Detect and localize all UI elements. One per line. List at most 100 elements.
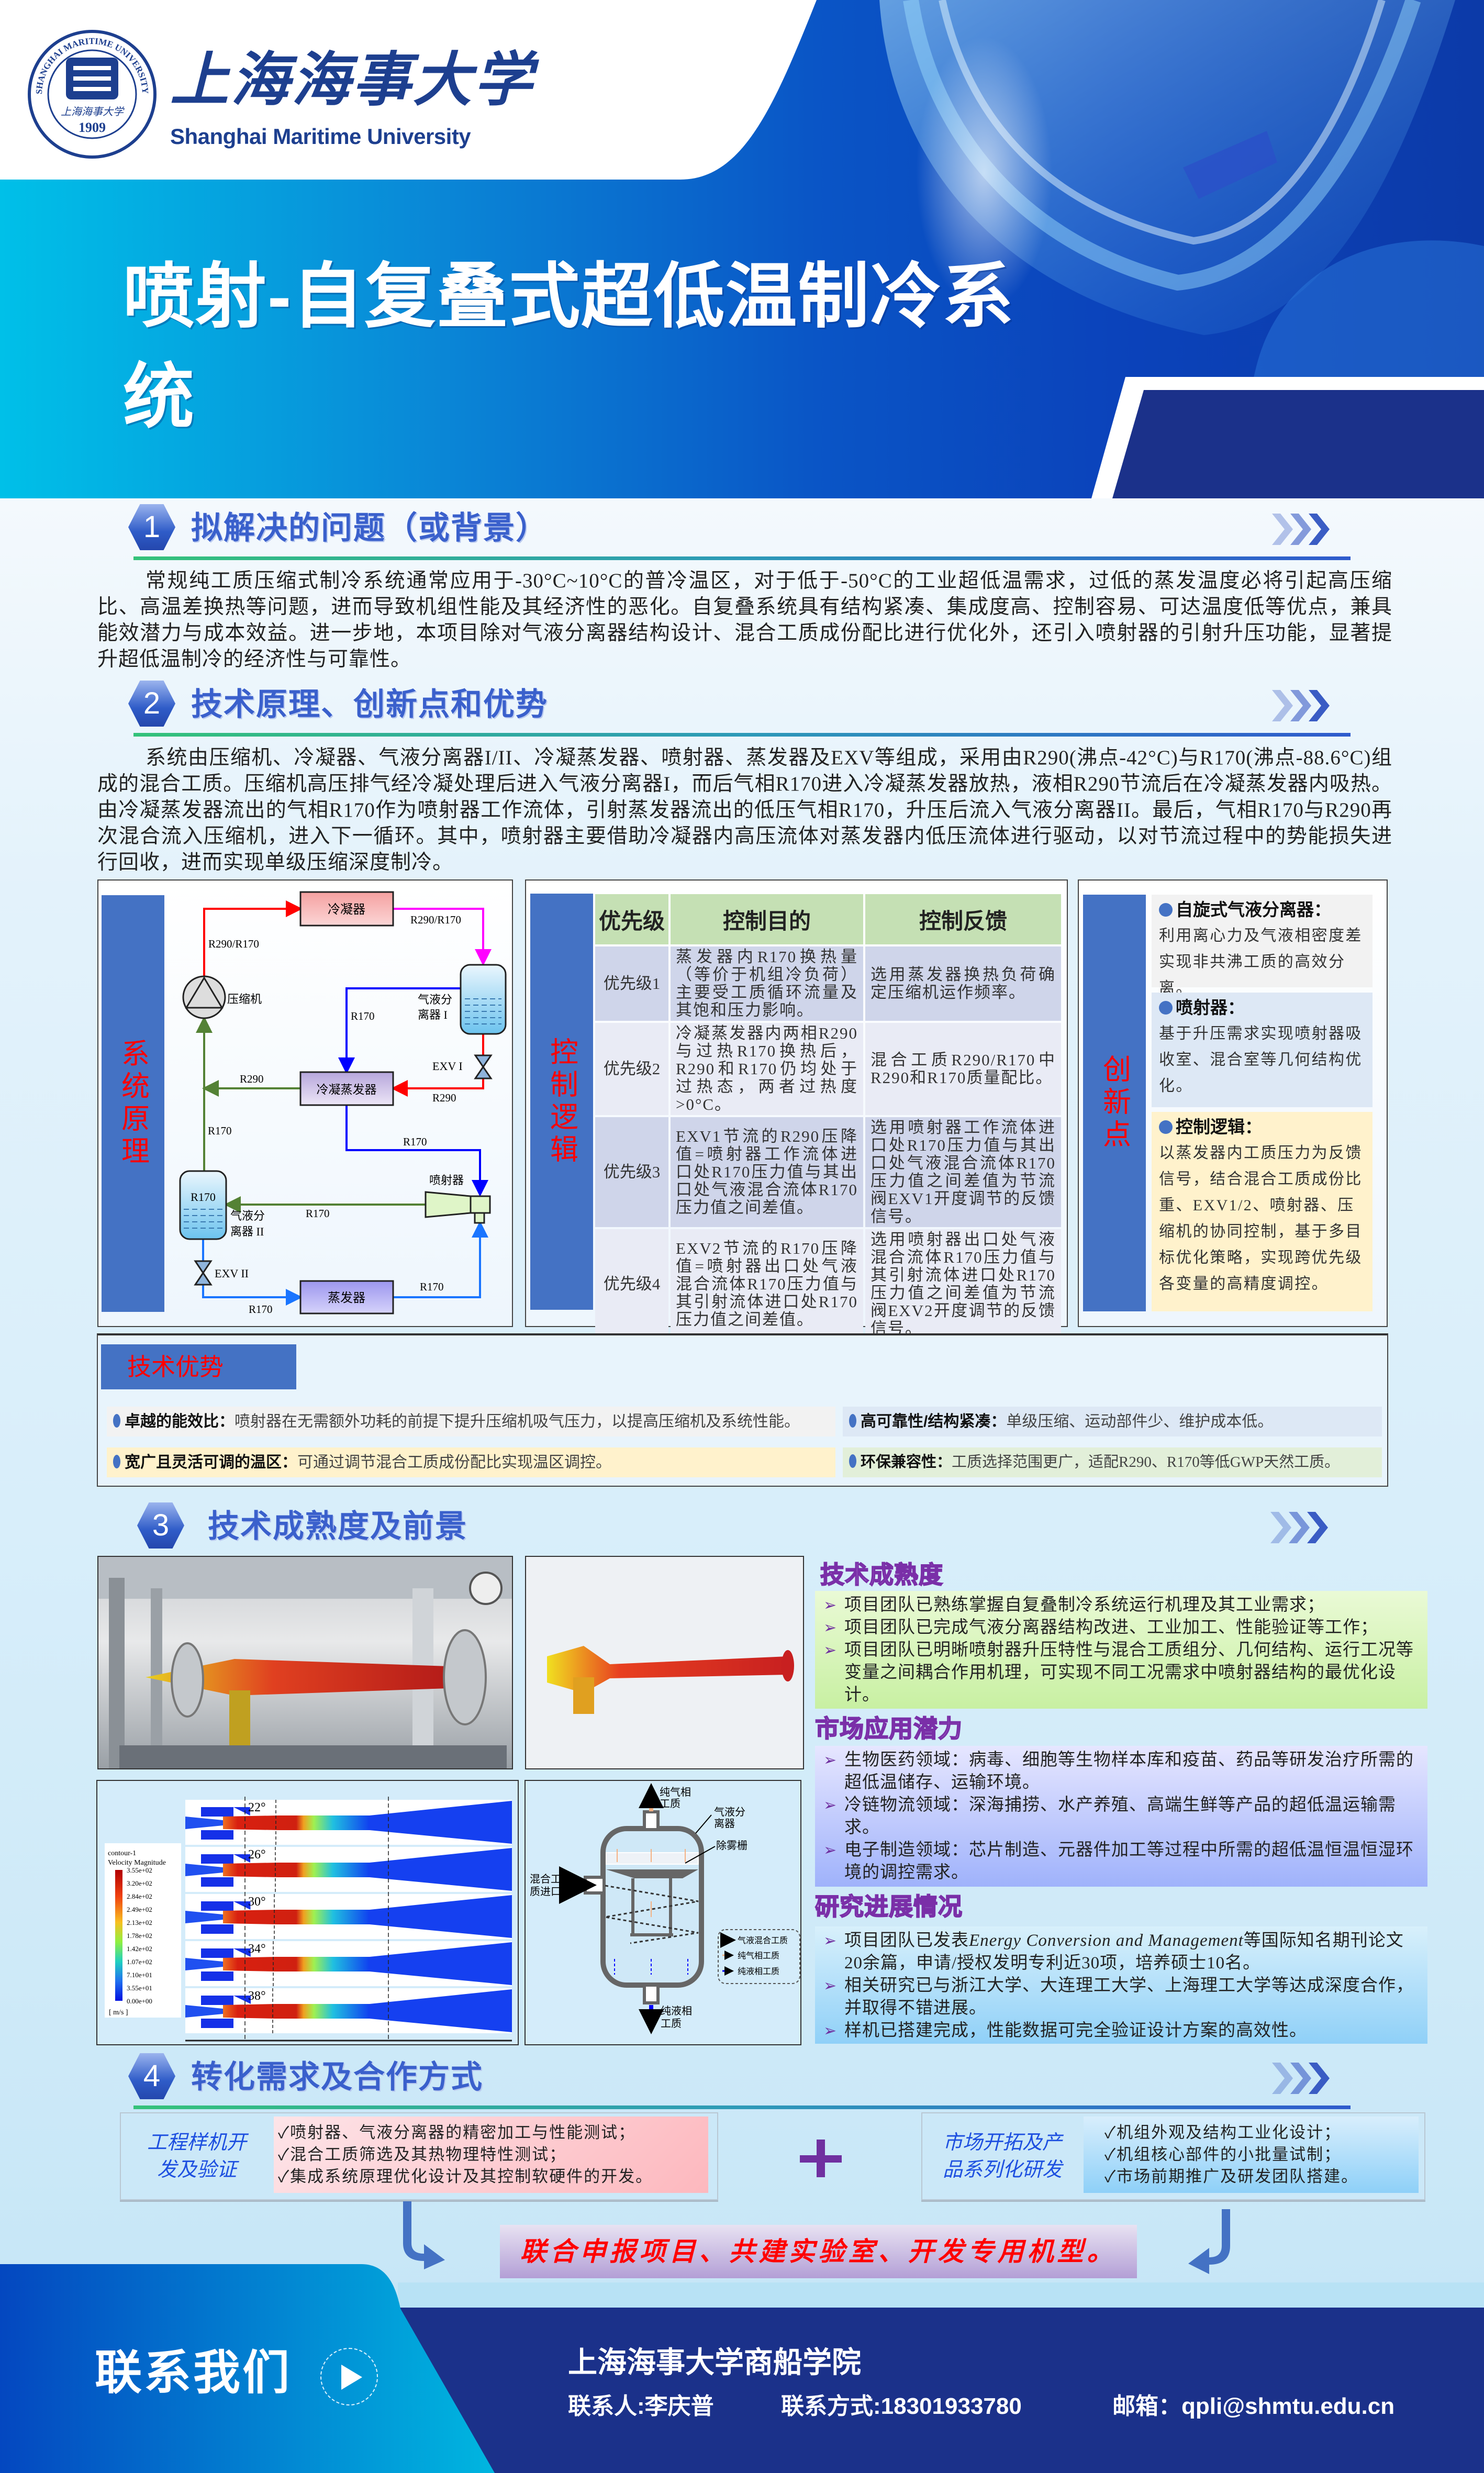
section-number-badge: 4	[128, 2053, 175, 2099]
section-title: 技术原理、创新点和优势	[191, 687, 548, 722]
compressor-icon	[182, 975, 226, 1019]
list-item: ✓集成系统原理优化设计及其控制软硬件的开发。	[278, 2167, 653, 2186]
legend-tick: 7.10e+01	[127, 1971, 152, 1979]
inlet-label: 质进口	[530, 1886, 561, 1898]
vessel-label: 气液分	[714, 1806, 745, 1818]
inlet-label: 混合工	[530, 1873, 561, 1885]
flow-label: R170	[420, 1280, 444, 1293]
arrow-right-icon	[320, 2348, 378, 2405]
legend-tick: 3.55e+02	[127, 1866, 152, 1874]
condenser-box	[299, 891, 394, 927]
cooperation-banner: 联合申报项目、共建实验室、开发专用机型。	[500, 2225, 1137, 2278]
bullet-icon	[113, 1455, 120, 1468]
legend-tick: 1.07e+02	[127, 1958, 152, 1966]
separator-2-label: 气液分	[230, 1209, 265, 1222]
gas-outlet-label: 纯气相	[660, 1786, 691, 1798]
legend-tick: 1.42e+02	[127, 1945, 152, 1953]
section-title: 技术成熟度及前景	[208, 1509, 467, 1544]
nozzle-contour-row	[185, 1800, 512, 1845]
refrigeration-cycle-diagram: 冷凝器 压缩机 气液分 离器 I EXV I 冷凝蒸发器 喷射器 R170 气液…	[179, 891, 507, 1316]
system-principle-panel: 系统原理 冷凝器 压缩机	[97, 879, 513, 1327]
chevron-right-icon	[1262, 508, 1340, 550]
market-box: 市场开拓及产品系列化研发 ✓机组外观及结构工业化设计； ✓机组核心部件的小批量试…	[921, 2112, 1425, 2200]
nozzle-contour-row	[185, 1941, 512, 1986]
item-text: 利用离心力及气液相密度差实现非共沸工质的高效分离。	[1159, 927, 1363, 997]
flow-label: R290/R170	[208, 938, 259, 950]
item-text: 以蒸发器内工质压力为反馈信号，结合混合工质成份比重、EXV1/2、喷射器、压缩机…	[1159, 1144, 1363, 1293]
bullet-icon	[113, 1414, 120, 1428]
journal-name: Energy Conversion and Management	[969, 1931, 1244, 1950]
legend-tick: 3.55e+01	[127, 1984, 152, 1992]
ejector-cfd-render	[525, 1556, 804, 1769]
purpose-cell: EXV2节流的R170压降值=喷射器出口处气液混合流体R170压力值与其引射流体…	[671, 1229, 863, 1339]
separator-2-fluid: R170	[191, 1190, 216, 1204]
maturity-list: 项目团队已熟练掌握自复叠制冷系统运行机理及其工业需求； 项目团队已完成气液分离器…	[815, 1591, 1427, 1709]
prototype-box: 工程样机开发及验证 ✓喷射器、气液分离器的精密加工与性能测试； ✓混合工质筛选及…	[120, 2112, 718, 2200]
table-header: 优先级	[595, 894, 668, 944]
item-title: 控制逻辑：	[1176, 1117, 1262, 1137]
contact-person: 联系人:李庆普	[568, 2393, 714, 2419]
liquid-outlet-label: 纯液相	[661, 2005, 692, 2017]
divider	[133, 556, 1351, 560]
table-header: 控制目的	[671, 894, 863, 944]
angle-label: 26°	[248, 1848, 266, 1862]
panel-label: 创新点	[1083, 895, 1146, 1311]
list-item: 项目团队已熟练掌握自复叠制冷系统运行机理及其工业需求；	[823, 1594, 1420, 1617]
legend-tick: 2.49e+02	[127, 1906, 152, 1913]
separator-2-label: 离器 II	[230, 1225, 264, 1238]
section-title: 转化需求及合作方式	[191, 2059, 483, 2095]
bullet-icon	[849, 1414, 856, 1428]
bullet-icon	[849, 1454, 856, 1468]
maturity-heading: 技术成熟度	[820, 1561, 943, 1589]
purpose-cell: 冷凝蒸发器内两相R290与过热R170换热后，R290和R170仍均处于过热态，…	[671, 1023, 863, 1115]
footer-background	[0, 2264, 1484, 2473]
ejector-icon	[425, 1191, 472, 1218]
flow-label: R290	[240, 1073, 264, 1085]
advantage-item: 宽广且灵活可调的温区：可通过调节混合工质成份配比实现温区调控。	[107, 1447, 835, 1477]
feedback-cell: 选用喷射器工作流体进口处R170压力值与其出口处气液混合流体R170压力值之间差…	[865, 1117, 1061, 1227]
chevron-right-icon	[1262, 2057, 1340, 2099]
logo-year: 1909	[79, 120, 106, 135]
contact-phone[interactable]: 联系方式:18301933780	[781, 2393, 1022, 2419]
section-number-badge: 3	[137, 1502, 184, 1549]
gas-outlet-label: 工质	[660, 1798, 680, 1810]
logo-inner-text: 上海海事大学	[61, 106, 125, 118]
innovation-item: 自旋式气液分离器： 利用离心力及气液相密度差实现非共沸工质的高效分离。	[1152, 895, 1373, 997]
list-item: 冷链物流领域：深海捕捞、水产养殖、高端生鲜等产品的超低温运输需求。	[823, 1794, 1420, 1839]
condenser-label: 冷凝器	[328, 903, 365, 917]
separator-2-icon	[179, 1170, 227, 1240]
principle-paragraph: 系统由压缩机、冷凝器、气液分离器I/II、冷凝蒸发器、喷射器、蒸发器及EXV等组…	[97, 747, 1392, 874]
ejector-photo	[97, 1556, 513, 1769]
list-item: ✓机组核心部件的小批量试制；	[1104, 2145, 1342, 2164]
contact-email[interactable]: 邮箱：qpli@shmtu.edu.cn	[1112, 2393, 1395, 2419]
evaporator-box	[299, 1280, 394, 1315]
nozzle-contour-row	[185, 1847, 512, 1892]
flow-label: R170	[403, 1135, 427, 1148]
list-item: 项目团队已明晰喷射器升压特性与混合工质组分、几何结构、运行工况等变量之间耦合作用…	[823, 1639, 1420, 1707]
list-item: 项目团队已完成气液分离器结构改进、工业加工、性能验证等工作；	[823, 1617, 1420, 1639]
exv1-label: EXV I	[432, 1060, 463, 1073]
section-title: 拟解决的问题（或背景）	[191, 510, 548, 545]
list-item: ✓混合工质筛选及其热物理特性测试；	[278, 2145, 567, 2164]
university-seal-logo: 上海海事大学 1909 SHANGHAI MARITIME UNIVERSITY	[28, 30, 157, 159]
panel-label: 系统原理	[102, 895, 164, 1312]
chevron-right-icon	[1260, 1507, 1338, 1549]
background-paragraph: 常规纯工质压缩式制冷系统通常应用于-30°C~10°C的普冷温区，对于低于-50…	[97, 570, 1392, 671]
angle-label: 22°	[248, 1801, 266, 1814]
legend-item: 纯液相工质	[738, 1967, 779, 1976]
exv2-valve-icon	[194, 1260, 213, 1286]
separator-diagram: 纯气相 工质 气液分 离器 除雾栅 混合工 质进口 纯液相 工质 气液混合工质 …	[530, 1783, 800, 2034]
section-2-header: 2 技术原理、创新点和优势	[128, 681, 1351, 739]
list-item: ✓市场前期推广及研发团队搭建。	[1104, 2167, 1359, 2186]
list-item: 生物医药领域：病毒、细胞等生物样本库和疫苗、药品等研发治疗所需的超低温储存、运输…	[823, 1749, 1420, 1794]
prototype-label: 工程样机开发及验证	[147, 2132, 247, 2181]
university-name-cn: 上海海事大学	[170, 48, 534, 113]
section-number-badge: 2	[128, 681, 175, 727]
divider	[133, 2106, 1351, 2109]
separator-1-label: 离器 I	[418, 1008, 448, 1021]
prototype-items: ✓喷射器、气液分离器的精密加工与性能测试； ✓混合工质筛选及其热物理特性测试； …	[274, 2116, 708, 2193]
